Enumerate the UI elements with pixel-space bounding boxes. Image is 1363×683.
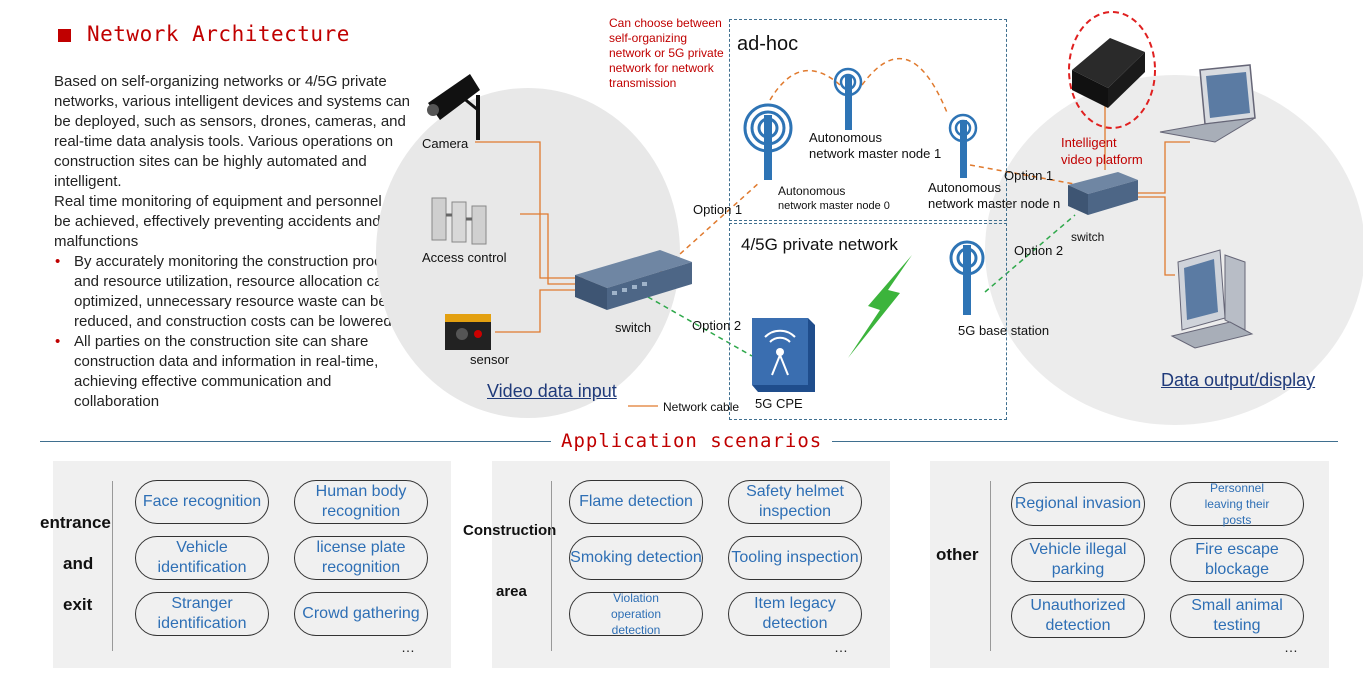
node-n-label-line1: Autonomous (928, 180, 1001, 195)
sensor-label: sensor (470, 352, 510, 367)
access-control-label: Access control (422, 250, 507, 265)
5g-links (647, 214, 1076, 357)
switch-left-icon (575, 250, 692, 310)
scenario-pill: Item legacy detection (728, 592, 862, 636)
category-divider (990, 481, 991, 651)
node-1-label-line2: network master node 1 (809, 146, 942, 161)
tower-node-1-icon (833, 67, 863, 130)
node-0-label: Autonomous network master node 0 (778, 184, 890, 214)
switch-right-label: switch (1071, 230, 1105, 244)
tower-node-0-icon (743, 103, 793, 180)
scenario-panel-other: other Regional invasion Personnel leavin… (930, 461, 1329, 668)
category-word: entrance (40, 513, 111, 532)
bullet-item: By accurately monitoring the constructio… (55, 252, 419, 332)
lightning-icon (848, 255, 912, 358)
category-divider (112, 481, 113, 651)
node-1-label: Autonomous network master node 1 (809, 130, 941, 162)
cpe-label: 5G CPE (755, 396, 803, 411)
video-platform-label: Intelligent video platform (1061, 134, 1143, 168)
scenario-panel-construction: Construction area Flame detection Safety… (463, 461, 890, 668)
scenario-pill: Stranger identification (135, 592, 269, 636)
scenario-pill: Smoking detection (569, 536, 703, 580)
intro-paragraph-1: Based on self-organizing networks or 4/5… (54, 73, 411, 190)
laptop-icon (1159, 64, 1256, 143)
scenario-pill: Crowd gathering (294, 592, 428, 636)
scenario-pill: Safety helmet inspection (728, 480, 862, 524)
scenario-pill: license plate recognition (294, 536, 428, 580)
scenario-pill: Vehicle illegal parking (1011, 538, 1145, 582)
video-platform-label-line2: video platform (1061, 152, 1143, 167)
option1-left-label: Option 1 (693, 202, 743, 217)
category-word: area (496, 583, 527, 600)
scenario-pill: Flame detection (569, 480, 703, 524)
node-n-label: Autonomous network master node n (928, 180, 1060, 212)
video-platform-label-line1: Intelligent (1061, 135, 1117, 150)
title-bullet (58, 29, 71, 42)
cpe-icon (752, 318, 815, 392)
scenario-pill: Small animal testing (1170, 594, 1304, 638)
option2-right-label: Option 2 (1014, 243, 1064, 258)
turnstile-icon (431, 197, 487, 245)
scenario-pill: Violation operation detection (569, 591, 703, 637)
option1-right-label: Option 1 (1004, 168, 1054, 183)
base-station-label: 5G base station (958, 323, 1050, 338)
transport-note: Can choose between self-organizing netwo… (609, 16, 724, 90)
private-network-label: 4/5G private network (741, 235, 898, 254)
output-zone-circle (985, 75, 1363, 425)
adhoc-zone (729, 19, 1007, 221)
node-n-label-line2: network master node n (928, 196, 1061, 211)
node-0-label-line1: Autonomous (778, 184, 846, 198)
tower-node-n-icon (948, 113, 978, 178)
category-word: and (63, 554, 94, 573)
video-input-zone-label: Video data input (487, 381, 617, 401)
more-ellipsis: … (834, 639, 848, 655)
desktop-icon (1170, 249, 1254, 349)
private-network-zone (729, 223, 1007, 420)
architecture-diagram (376, 11, 1363, 425)
more-ellipsis: … (1284, 639, 1298, 655)
category-word: Construction (463, 522, 557, 539)
page-title: Network Architecture (87, 22, 350, 46)
scenario-pill: Tooling inspection (728, 536, 862, 580)
scenarios-title: Application scenarios (551, 430, 833, 452)
base-station-icon (949, 240, 985, 315)
sensor-icon (445, 314, 491, 350)
category-word: other (936, 545, 979, 564)
scenario-pill: Personnel leaving their posts (1170, 481, 1304, 527)
camera-icon (427, 74, 480, 140)
node-0-label-line2: network master node 0 (778, 200, 890, 212)
scenario-pill: Face recognition (135, 480, 269, 524)
scenario-pill: Human body recognition (294, 480, 428, 524)
intro-bullets: By accurately monitoring the constructio… (54, 252, 419, 412)
server-icon (1072, 38, 1145, 108)
switch-right-icon (1068, 172, 1138, 215)
option2-left-label: Option 2 (692, 318, 742, 333)
scenario-pill: Fire escape blockage (1170, 538, 1304, 582)
category-word: exit (63, 595, 93, 614)
scenario-pill: Vehicle identification (135, 536, 269, 580)
intro-text: Based on self-organizing networks or 4/5… (54, 72, 419, 412)
switch-left-label: switch (615, 320, 652, 335)
highlight-ring (1068, 11, 1156, 129)
category-divider (551, 481, 552, 651)
intro-paragraph-2: Real time monitoring of equipment and pe… (54, 193, 411, 250)
cable-lines (475, 105, 1190, 407)
scenario-pill: Unauthorized detection (1011, 594, 1145, 638)
scenario-panel-entrance: entrance and exit Face recognition Human… (40, 461, 451, 668)
legend-network-cable: Network cable (663, 400, 740, 414)
more-ellipsis: … (401, 639, 415, 655)
adhoc-label: ad-hoc (737, 33, 799, 55)
bullet-item: All parties on the construction site can… (55, 332, 419, 412)
scenario-pill: Regional invasion (1011, 482, 1145, 526)
node-1-label-line1: Autonomous (809, 130, 882, 145)
camera-label: Camera (422, 136, 469, 151)
data-output-zone-label: Data output/display (1161, 370, 1316, 390)
